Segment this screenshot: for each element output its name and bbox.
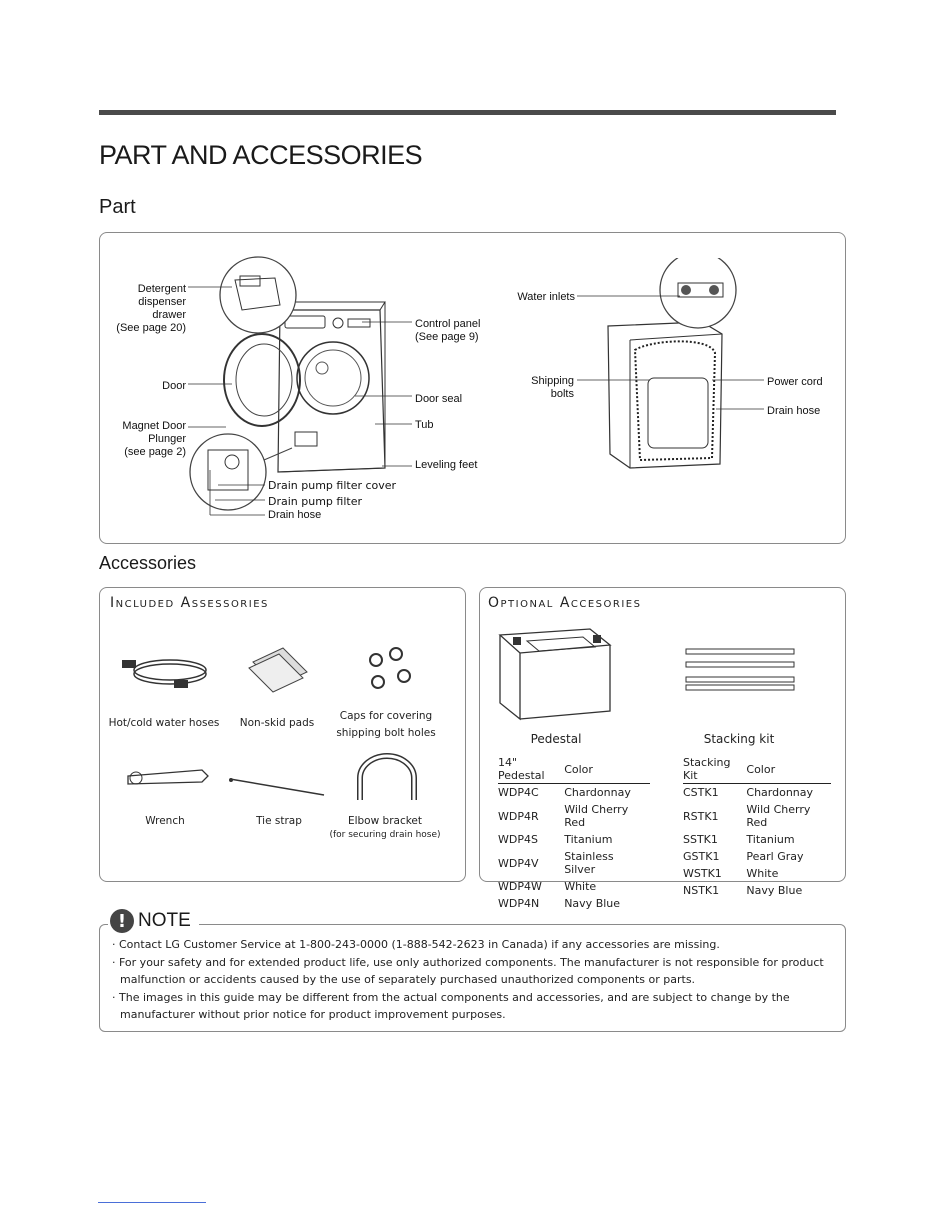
non-skid-pads-icon [248, 647, 308, 693]
color-cell: Chardonnay [746, 786, 814, 799]
page-title: PART AND ACCESSORIES [99, 140, 423, 170]
caption-non-skid-pads: Non-skid pads [239, 717, 315, 729]
label-shipping-bolts: Shipping bolts [531, 375, 574, 400]
color-cell: White [564, 880, 597, 893]
model-cell: SSTK1 [683, 833, 718, 846]
table-row: SSTK1 Titanium [683, 831, 831, 848]
label-control-panel: Control panel (See page 9) [415, 318, 481, 343]
optional-accessories-heading: Optional Accesories [488, 595, 642, 611]
washer-front-illustration [189, 256, 386, 511]
stacking-kit-icon [685, 648, 795, 691]
table-row: WDP4S Titanium [498, 831, 650, 848]
pedestal-label: Pedestal [530, 732, 582, 746]
note-box [99, 924, 846, 1032]
caps-icon [369, 647, 411, 689]
table-row: WDP4W White [498, 878, 650, 895]
footer-link-line [98, 1202, 206, 1203]
color-cell: Stainless Silver [564, 850, 614, 876]
table-row: NSTK1 Navy Blue [683, 882, 831, 899]
part-section-title: Part [99, 196, 136, 218]
note-list: · Contact LG Customer Service at 1-800-2… [112, 936, 832, 1024]
note-title: NOTE [138, 910, 191, 931]
label-drain-pump-filter-cover: Drain pump filter cover [268, 479, 397, 492]
model-cell: GSTK1 [683, 850, 720, 863]
model-cell: WDP4W [498, 880, 542, 893]
color-cell: Chardonnay [564, 786, 631, 799]
washer-rear-illustration [607, 258, 737, 469]
note-item: · For your safety and for extended produ… [112, 955, 824, 987]
included-accessories-heading: Included Assessories [110, 595, 269, 611]
color-cell: Pearl Gray [746, 850, 804, 863]
stacking-kit-table: Stacking Kit Color CSTK1 Chardonnay RSTK1… [683, 756, 831, 899]
color-cell: Titanium [746, 833, 795, 846]
pedestal-icon [498, 628, 612, 721]
pedestal-col-color: Color [564, 756, 650, 784]
table-row: WDP4C Chardonnay [498, 784, 650, 802]
table-row: GSTK1 Pearl Gray [683, 848, 831, 865]
color-cell: Wild Cherry Red [564, 803, 629, 829]
color-cell: Navy Blue [746, 884, 803, 897]
model-cell: WDP4C [498, 786, 539, 799]
color-cell: Wild Cherry Red [746, 803, 811, 829]
model-cell: WDP4N [498, 897, 540, 910]
model-cell: WDP4R [498, 809, 539, 823]
note-item-text: For your safety and for extended product… [119, 955, 824, 987]
label-magnet-door-plunger: Magnet Door Plunger (see page 2) [122, 420, 186, 458]
label-drain-hose-back: Drain hose [767, 405, 821, 417]
pedestal-col-model: 14" Pedestal [498, 756, 565, 784]
label-door: Door [162, 380, 186, 392]
color-cell: White [746, 867, 779, 880]
model-cell: RSTK1 [683, 809, 719, 823]
stacking-col-color: Color [746, 756, 831, 784]
caption-wrench: Wrench [145, 815, 185, 827]
accessories-section-title: Accessories [99, 553, 197, 573]
label-detergent-drawer: Detergent dispenser drawer (See page 20) [116, 283, 186, 334]
tie-strap-icon [229, 778, 325, 796]
table-row: WDP4R Wild Cherry Red [498, 801, 650, 831]
caption-caps: Caps for covering shipping bolt holes [336, 710, 436, 739]
elbow-bracket-icon [357, 753, 417, 800]
table-row: WDP4N Navy Blue [498, 895, 650, 912]
header-rule [99, 110, 836, 115]
model-cell: WDP4S [498, 833, 538, 846]
pedestal-table: 14" Pedestal Color WDP4C Chardonnay WDP4R… [498, 756, 650, 912]
label-water-inlets: Water inlets [517, 291, 575, 303]
part-leader-lines [188, 286, 764, 516]
table-row: RSTK1 Wild Cherry Red [683, 801, 831, 831]
water-hoses-icon [122, 659, 207, 688]
caption-water-hoses: Hot/cold water hoses [108, 717, 220, 729]
optional-accessories-box [479, 587, 846, 882]
color-cell: Navy Blue [564, 897, 621, 910]
model-cell: NSTK1 [683, 884, 720, 897]
stacking-kit-label: Stacking kit [703, 732, 775, 746]
label-door-seal: Door seal [415, 393, 463, 405]
note-header: ! NOTE [108, 909, 199, 933]
caption-tie-strap: Tie strap [256, 815, 302, 827]
model-cell: WDP4V [498, 856, 539, 870]
label-leveling-feet: Leveling feet [415, 459, 478, 471]
label-tub: Tub [415, 419, 434, 431]
note-item: · The images in this guide may be differ… [112, 990, 790, 1022]
caption-elbow-bracket-sub: (for securing drain hose) [329, 830, 441, 840]
table-row: WSTK1 White [683, 865, 831, 882]
stacking-col-model: Stacking Kit [683, 756, 747, 784]
note-item-text: Contact LG Customer Service at 1-800-243… [119, 938, 720, 951]
model-cell: CSTK1 [683, 786, 719, 799]
exclamation-icon: ! [110, 909, 134, 933]
label-power-cord: Power cord [767, 376, 823, 388]
color-cell: Titanium [564, 833, 613, 846]
label-drain-hose-front: Drain hose [268, 509, 322, 521]
wrench-icon [127, 769, 209, 785]
note-item-text: The images in this guide may be differen… [119, 990, 790, 1022]
label-drain-pump-filter: Drain pump filter [268, 495, 362, 508]
model-cell: WSTK1 [683, 867, 722, 880]
table-row: CSTK1 Chardonnay [683, 784, 831, 802]
note-item: · Contact LG Customer Service at 1-800-2… [112, 938, 720, 951]
included-accessories-box [99, 587, 466, 882]
table-row: WDP4V Stainless Silver [498, 848, 650, 878]
caption-elbow-bracket: Elbow bracket [347, 815, 423, 827]
